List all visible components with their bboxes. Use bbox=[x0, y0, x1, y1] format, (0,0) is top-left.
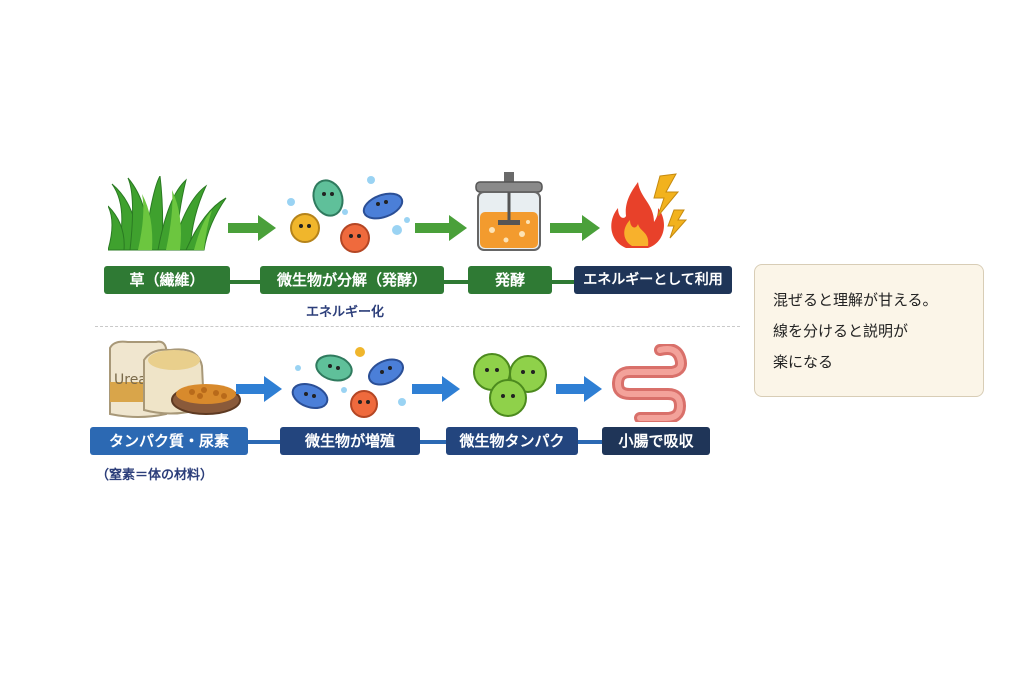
callout-line: 楽になる bbox=[773, 353, 834, 371]
arrow-right-icon bbox=[550, 215, 600, 241]
label-grass-fiber: 草（繊維） bbox=[104, 266, 230, 294]
connector-line bbox=[248, 440, 280, 444]
label-microbial-growth: 微生物が増殖 bbox=[280, 427, 420, 455]
arrow-right-icon bbox=[415, 215, 467, 241]
grass-icon bbox=[108, 176, 227, 251]
energy-note: エネルギー化 bbox=[306, 305, 385, 320]
fire-energy-icon bbox=[611, 173, 688, 248]
fermenter-icon bbox=[475, 172, 543, 251]
label-fermentation: 発酵 bbox=[468, 266, 552, 294]
callout-line: 線を分けると説明が bbox=[773, 322, 909, 340]
label-small-intestine-absorption: 小腸で吸収 bbox=[602, 427, 710, 455]
section-divider bbox=[95, 326, 740, 327]
arrow-right-icon bbox=[556, 376, 602, 402]
urea-bag-text: Urea bbox=[114, 372, 147, 388]
feed-sack-icon: Urea bbox=[109, 340, 241, 418]
explanation-callout: 混ぜると理解が甘える。 線を分けると説明が 楽になる bbox=[754, 264, 984, 397]
microbes-icon bbox=[291, 347, 406, 418]
microbial-protein-icon bbox=[473, 353, 547, 417]
arrow-right-icon bbox=[412, 376, 460, 402]
label-protein-urea: タンパク質・尿素 bbox=[90, 427, 248, 455]
connector-line bbox=[578, 440, 602, 444]
intestine-icon bbox=[611, 344, 687, 422]
nitrogen-note: （窒素＝体の材料） bbox=[96, 468, 214, 483]
arrow-right-icon bbox=[236, 376, 282, 402]
connector-line bbox=[444, 280, 468, 284]
label-energy-use: エネルギーとして利用 bbox=[574, 266, 732, 294]
arrow-right-icon bbox=[228, 215, 276, 241]
label-microbial-protein: 微生物タンパク bbox=[446, 427, 578, 455]
connector-line bbox=[230, 280, 260, 284]
connector-line bbox=[552, 280, 574, 284]
microbes-icon bbox=[287, 176, 410, 253]
callout-line: 混ぜると理解が甘える。 bbox=[773, 291, 938, 309]
label-microbial-decomposition: 微生物が分解（発酵） bbox=[260, 266, 444, 294]
connector-line bbox=[420, 440, 446, 444]
